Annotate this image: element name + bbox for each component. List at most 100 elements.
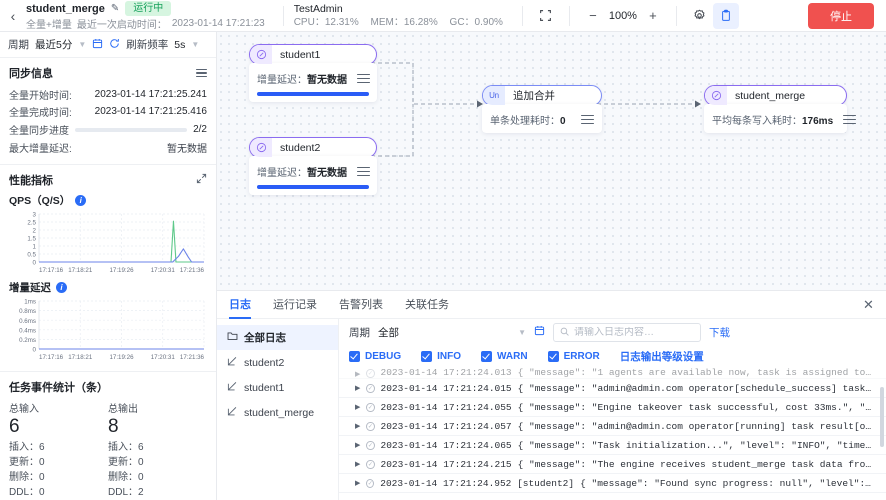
flow-canvas[interactable]: student1 增量延迟：暂无数据 stud [217, 32, 886, 290]
log-row[interactable]: ▶✓2023-01-14 17:21:24.055{ "message": "E… [339, 398, 886, 417]
agent-info: TestAdmin CPU：12.31% MEM：16.28% GC：0.90% [294, 0, 512, 32]
clipboard-icon[interactable] [712, 2, 739, 29]
tab-related-tasks[interactable]: 关联任务 [405, 298, 449, 311]
log-row[interactable]: ▶✓2023-01-14 17:21:24.015{ "message": "a… [339, 379, 886, 398]
svg-text:17:20:31: 17:20:31 [151, 267, 176, 274]
total-input-label: 总输入 [9, 404, 39, 415]
back-button[interactable]: ‹ [10, 7, 16, 24]
level-error-checkbox[interactable]: ERROR [547, 350, 600, 362]
log-list[interactable]: ▶✓2023-01-14 17:21:24.013{ "message": "1… [339, 367, 886, 499]
log-status-icon: ✓ [366, 440, 375, 450]
tab-logs[interactable]: 日志 [229, 291, 251, 319]
node-body: 平均每条写入耗时：176ms [704, 104, 857, 133]
log-message: { "message": "admin@admin.com operator[r… [517, 420, 876, 432]
node-metric: 平均每条写入耗时：176ms [712, 112, 833, 127]
flow-node-student1[interactable]: student1 增量延迟：暂无数据 [249, 44, 377, 102]
divider [282, 5, 284, 26]
log-row[interactable]: ▶✓2023-01-14 17:21:24.013{ "message": "1… [339, 367, 886, 379]
edit-square-icon[interactable]: ✎ [110, 3, 120, 14]
chevron-down-icon[interactable]: ▼ [78, 40, 87, 49]
total-output-label: 总输出 [108, 404, 138, 415]
node-metric-row: 增量延迟：暂无数据 [257, 71, 370, 86]
log-message: { "message": "Found sync progress: null"… [580, 477, 876, 489]
log-row[interactable]: ▶✓2023-01-14 17:21:24.952 [student2]{ "m… [339, 474, 886, 493]
svg-text:17:17:16: 17:17:16 [39, 267, 64, 274]
list-icon[interactable] [357, 166, 370, 177]
flow-icon [227, 381, 238, 395]
log-message: { "message": "admin@admin.com operator[s… [517, 382, 876, 394]
log-timestamp: 2023-01-14 17:21:24.057 [380, 420, 512, 432]
list-icon[interactable] [357, 73, 370, 84]
tab-alerts[interactable]: 告警列表 [339, 298, 383, 311]
tab-run-records[interactable]: 运行记录 [273, 298, 317, 311]
list-icon[interactable] [843, 114, 857, 125]
log-row[interactable]: ▶✓2023-01-14 17:21:24.215{ "message": "T… [339, 455, 886, 474]
input-ddl: DDL：0 [9, 487, 45, 498]
sync-info-header: 同步信息 [9, 65, 207, 81]
log-search-box[interactable] [553, 322, 701, 342]
log-status-icon: ✓ [366, 383, 375, 393]
level-debug-checkbox[interactable]: DEBUG [349, 350, 401, 362]
flow-node-student-merge[interactable]: student_merge 平均每条写入耗时：176ms [704, 85, 857, 133]
zoom-out-button[interactable]: − [589, 8, 597, 23]
log-row-expand-icon[interactable]: ▶ [355, 461, 361, 468]
node-header[interactable]: student2 [249, 137, 377, 158]
zoom-in-button[interactable]: + [649, 8, 657, 23]
node-metric-value: 暂无数据 [307, 168, 347, 179]
stop-button[interactable]: 停止 [808, 2, 874, 29]
gear-icon[interactable] [687, 3, 713, 29]
fit-screen-icon[interactable] [533, 3, 559, 29]
node-header[interactable]: Un 追加合并 [482, 85, 602, 106]
chevron-down-icon[interactable]: ▼ [191, 40, 200, 49]
svg-text:0.2ms: 0.2ms [19, 337, 36, 344]
log-row-expand-icon[interactable]: ▶ [355, 442, 361, 449]
log-row-expand-icon[interactable]: ▶ [355, 385, 361, 392]
download-logs-link[interactable]: 下载 [709, 326, 730, 339]
log-timestamp: 2023-01-14 17:21:24.215 [380, 458, 512, 470]
qps-title: QPS（Q/S） [9, 195, 71, 207]
level-warn-label: WARN [497, 350, 528, 362]
flow-node-student2[interactable]: student2 增量延迟：暂无数据 [249, 137, 377, 195]
log-source-student1[interactable]: student1 [217, 375, 338, 400]
node-header[interactable]: student1 [249, 44, 377, 65]
node-header[interactable]: student_merge [704, 85, 847, 106]
log-row-expand-icon[interactable]: ▶ [355, 371, 361, 378]
calendar-icon[interactable] [92, 38, 103, 52]
expand-icon[interactable] [196, 173, 207, 187]
close-icon[interactable]: ✕ [863, 297, 874, 312]
level-info-checkbox[interactable]: INFO [421, 350, 461, 362]
node-title: student_merge [735, 89, 806, 102]
log-scrollbar-thumb[interactable] [880, 387, 884, 447]
info-icon[interactable]: i [75, 195, 87, 206]
log-row-expand-icon[interactable]: ▶ [355, 404, 361, 411]
task-subtitle-row: 全量+增量 最近一次启动时间： 2023-01-14 17:21:23 [26, 16, 265, 31]
log-level-settings-link[interactable]: 日志输出等级设置 [619, 350, 704, 363]
refresh-freq-value[interactable]: 5s [174, 38, 186, 51]
log-source-label: student2 [244, 356, 285, 369]
refresh-icon[interactable] [109, 38, 120, 52]
agent-resource-stats: CPU：12.31% MEM：16.28% GC：0.90% [294, 16, 512, 30]
log-search-input[interactable] [574, 326, 694, 338]
log-period-select[interactable]: 全部 ▼ [378, 323, 526, 341]
svg-text:2: 2 [33, 228, 37, 235]
list-icon[interactable] [196, 68, 207, 78]
flow-node-union[interactable]: Un 追加合并 单条处理耗时：0 [482, 85, 602, 133]
log-source-student-merge[interactable]: student_merge [217, 400, 338, 425]
node-body: 增量延迟：暂无数据 [249, 156, 377, 195]
svg-text:17:18:21: 17:18:21 [68, 354, 93, 361]
info-icon[interactable]: i [56, 282, 67, 293]
calendar-icon[interactable] [534, 325, 545, 339]
level-warn-checkbox[interactable]: WARN [481, 350, 528, 362]
log-row[interactable]: ▶✓2023-01-14 17:21:24.065{ "message": "T… [339, 436, 886, 455]
log-row[interactable]: ▶✓2023-01-14 17:21:24.057{ "message": "a… [339, 417, 886, 436]
log-source-student2[interactable]: student2 [217, 350, 338, 375]
full-finish-value: 2023-01-14 17:21:25.416 [94, 106, 207, 117]
log-source-all[interactable]: 全部日志 [217, 325, 338, 350]
log-panel-tabs: 日志 运行记录 告警列表 关联任务 ✕ [217, 291, 886, 319]
last-start-label: 最近一次启动时间： [76, 19, 167, 31]
list-icon[interactable] [581, 114, 594, 125]
period-value[interactable]: 最近5分 [35, 39, 73, 51]
log-row-expand-icon[interactable]: ▶ [355, 480, 361, 487]
log-row-expand-icon[interactable]: ▶ [355, 423, 361, 430]
